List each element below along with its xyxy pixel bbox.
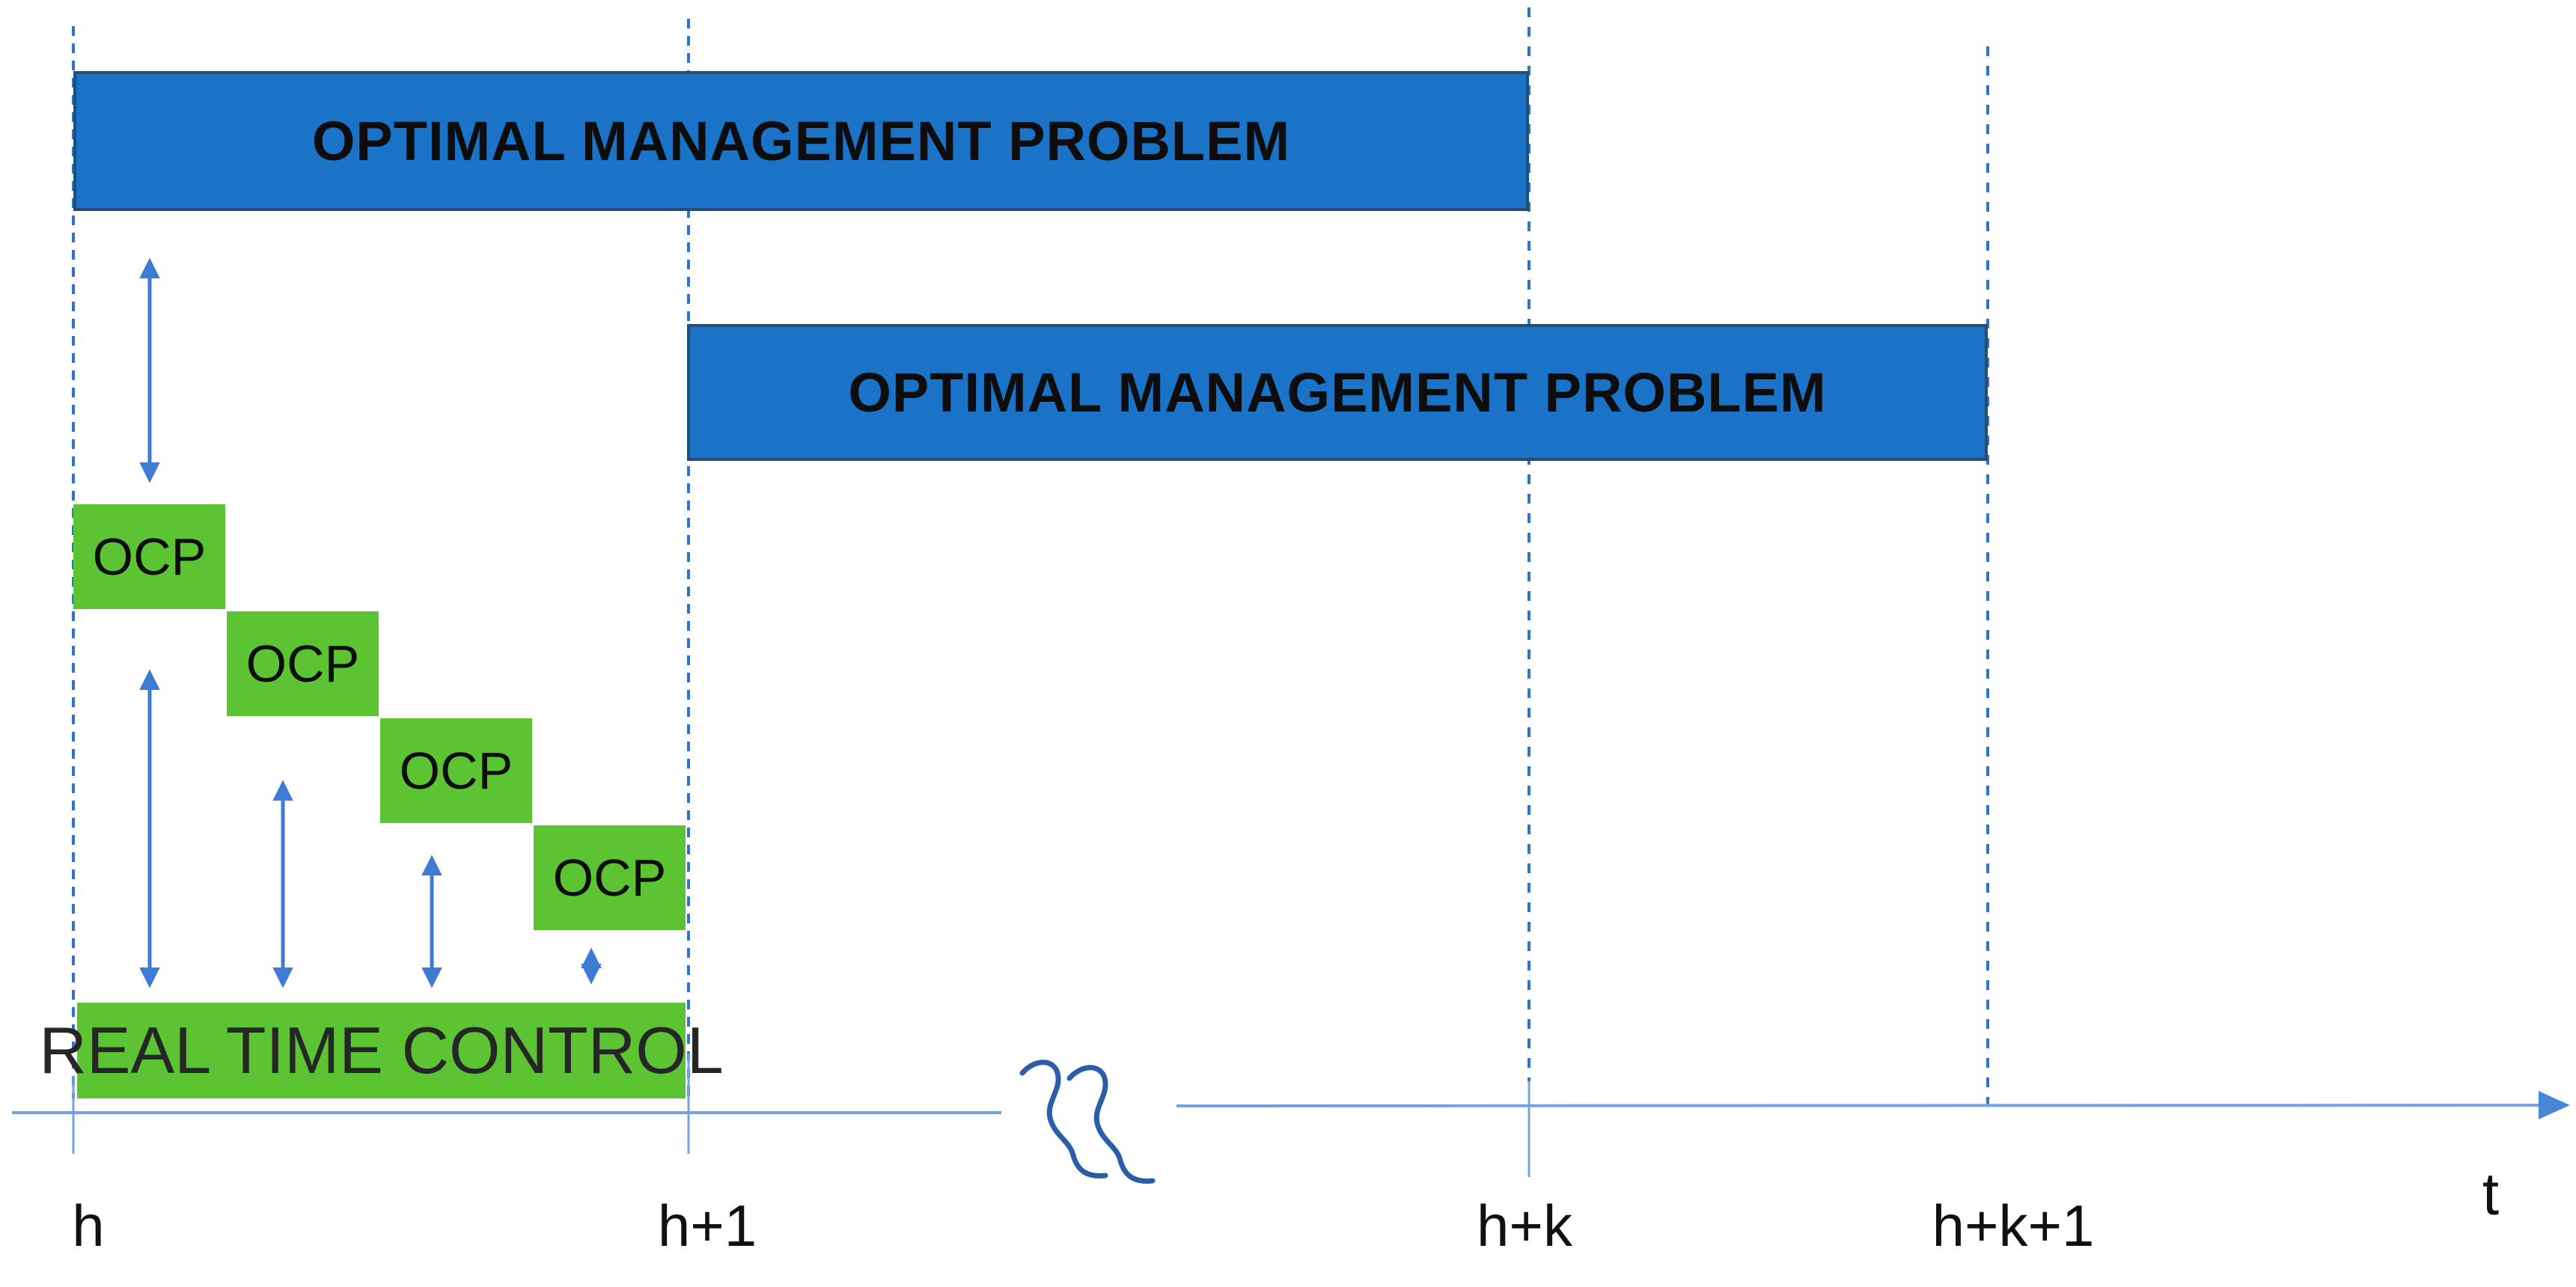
ocp-box-3: OCP	[380, 718, 532, 823]
omp-bar-bottom: OPTIMAL MANAGEMENT PROBLEM	[687, 324, 1988, 461]
axis-arrowhead-icon	[2539, 1091, 2570, 1119]
ocp-box-3-label: OCP	[399, 742, 513, 800]
axis-break-squiggle-icon	[1019, 1060, 1108, 1179]
ocp-box-4: OCP	[534, 825, 686, 930]
rtc-bar-label: REAL TIME CONTROL	[39, 1013, 724, 1087]
tick-label-h1: h+1	[657, 1193, 757, 1259]
time-axis-right-segment	[1176, 1104, 2542, 1107]
axis-break-squiggle-icon	[1066, 1065, 1156, 1184]
tick-label-hk: h+k	[1477, 1193, 1572, 1259]
tick-label-h: h	[72, 1193, 105, 1259]
ocp-box-4-label: OCP	[552, 849, 667, 907]
axis-title: t	[2482, 1161, 2500, 1227]
omp-bar-top: OPTIMAL MANAGEMENT PROBLEM	[73, 71, 1529, 211]
ocp-box-2: OCP	[227, 611, 379, 716]
ocp-box-1: OCP	[73, 504, 225, 609]
tick-label-hk1: h+k+1	[1932, 1193, 2095, 1259]
ocp-box-2-label: OCP	[245, 635, 360, 693]
ocp-box-1-label: OCP	[92, 528, 207, 586]
rtc-bar: REAL TIME CONTROL	[39, 1003, 724, 1098]
omp-bar-bottom-label: OPTIMAL MANAGEMENT PROBLEM	[848, 361, 1827, 424]
omp-bar-top-label: OPTIMAL MANAGEMENT PROBLEM	[311, 110, 1291, 172]
